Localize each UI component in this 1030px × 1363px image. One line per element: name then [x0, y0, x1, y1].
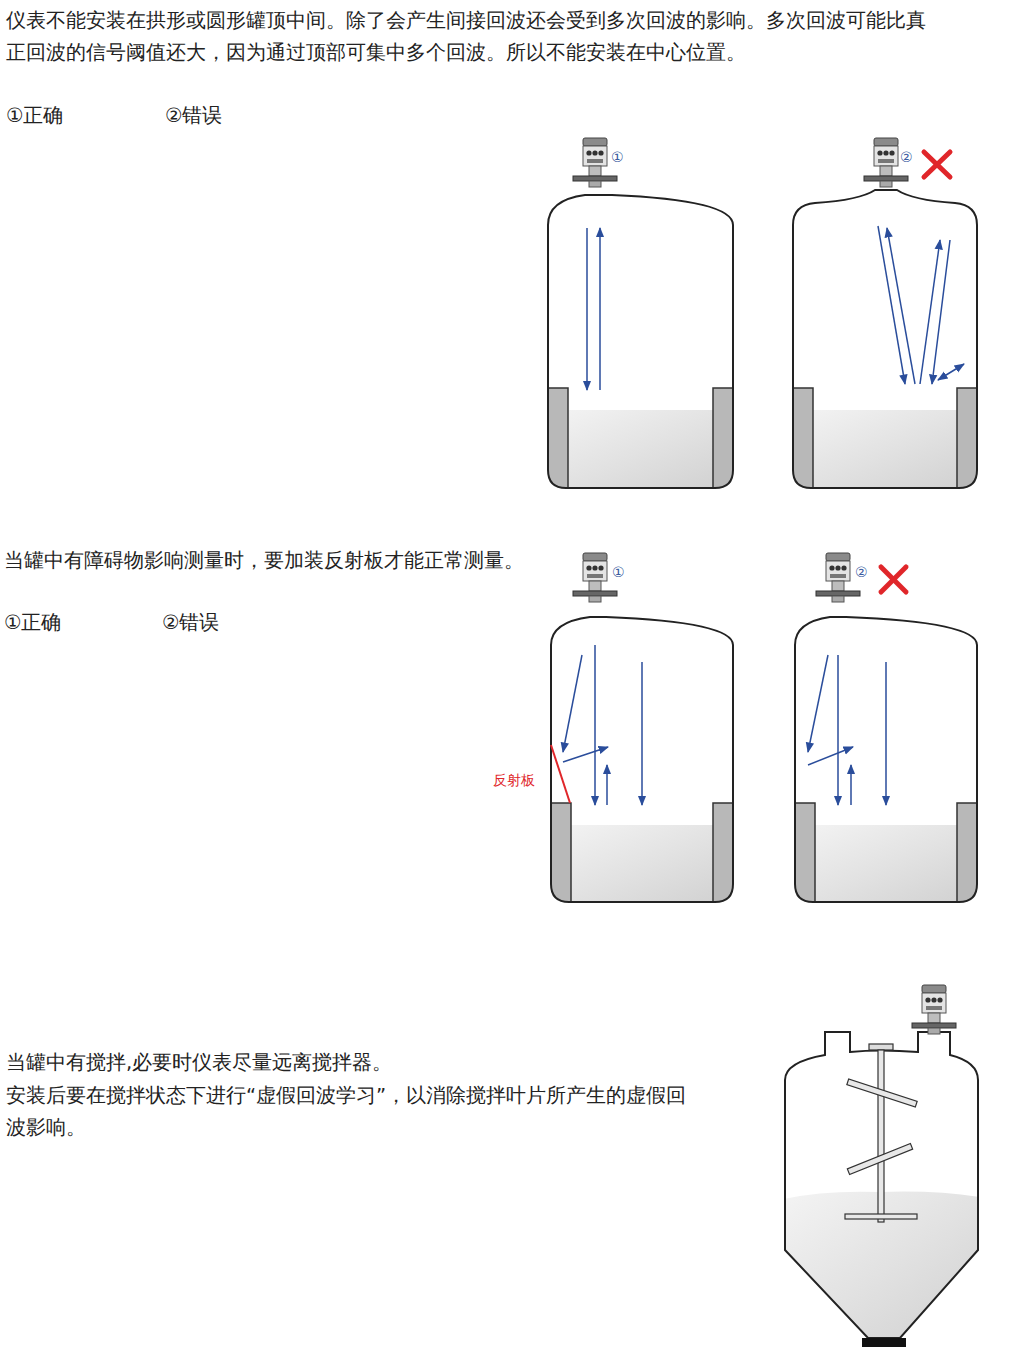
- option-label: ②错误: [162, 607, 219, 639]
- silo-agitator: [780, 985, 985, 1347]
- option-label: ②错误: [165, 100, 222, 132]
- callout-number: ①: [611, 148, 624, 166]
- option-label: ①正确: [6, 100, 63, 132]
- tank-correct-2: [551, 553, 741, 905]
- callout-number: ①: [612, 563, 625, 581]
- callout-number: ②: [900, 148, 913, 166]
- tank-wrong-1: [793, 138, 983, 490]
- option-label: ①正确: [4, 607, 61, 639]
- paragraph: 当罐中有搅拌,必要时仪表尽量远离搅拌器。: [6, 1047, 706, 1079]
- tank-correct-1: [548, 138, 738, 490]
- paragraph: 安装后要在搅拌状态下进行“虚假回波学习”，以消除搅拌叶片所产生的虚假回波影响。: [6, 1080, 696, 1144]
- wrong-mark: [881, 567, 906, 592]
- paragraph: 当罐中有障碍物影响测量时，要加装反射板才能正常测量。: [4, 545, 564, 577]
- wrong-mark: [924, 152, 950, 177]
- part-label: 反射板: [493, 771, 535, 789]
- paragraph: 仪表不能安装在拱形或圆形罐顶中间。除了会产生间接回波还会受到多次回波的影响。多次…: [6, 5, 941, 69]
- tank-wrong-2: [795, 553, 985, 905]
- reflector-plate: [551, 745, 570, 803]
- callout-number: ②: [855, 563, 868, 581]
